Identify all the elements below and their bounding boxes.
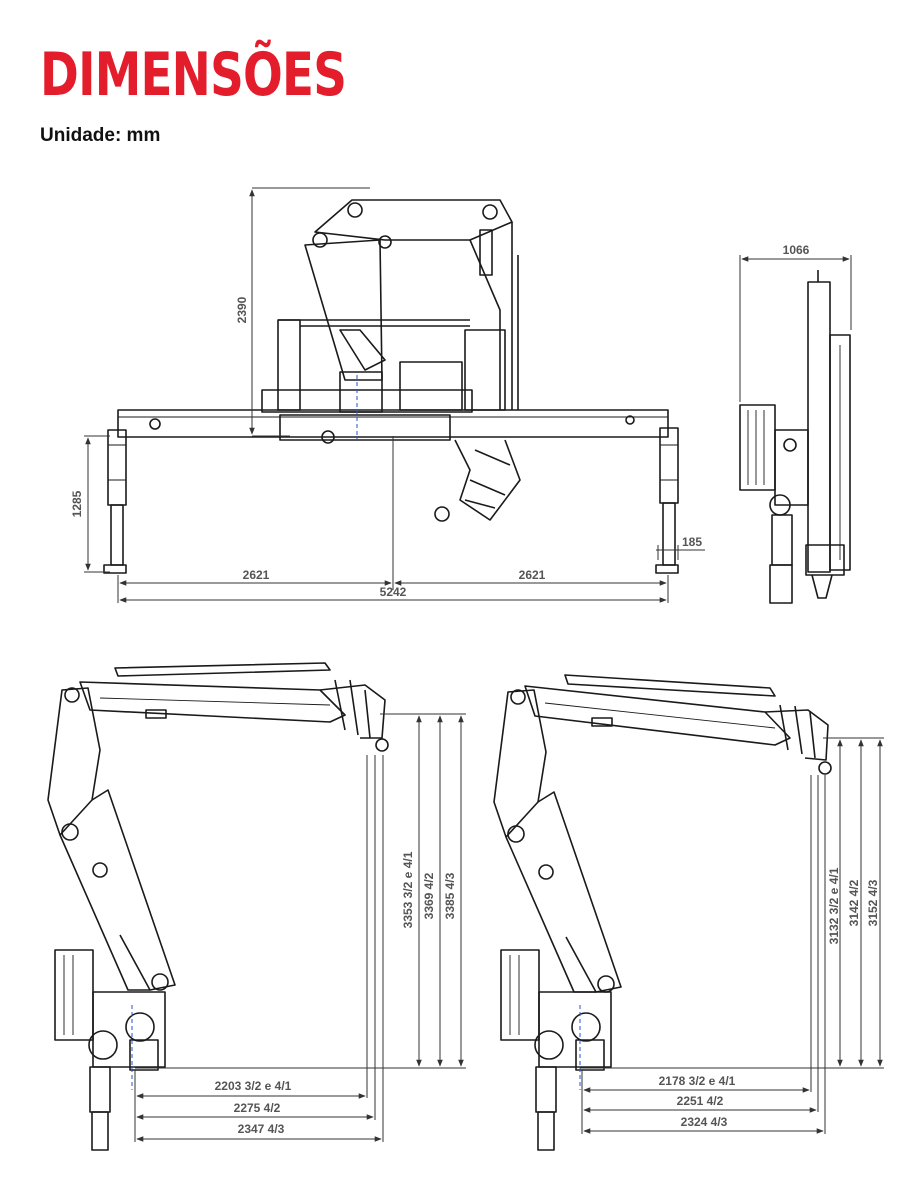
dim-height-2390: 2390 — [235, 296, 249, 323]
dim-half-right: 2621 — [519, 568, 546, 582]
dim-right-height-2: 3142 4/2 — [847, 879, 861, 926]
reach-left-drawing — [47, 662, 389, 1151]
dim-right-height-3: 3152 4/3 — [866, 879, 880, 926]
page-title: DIMENSÕES — [40, 40, 347, 110]
dim-left-reach-3: 2347 4/3 — [238, 1122, 285, 1136]
front-dimensions — [84, 187, 705, 603]
dim-foot-185: 185 — [682, 535, 702, 549]
dim-right-reach-1: 2178 3/2 e 4/1 — [659, 1074, 736, 1088]
dim-right-reach-2: 2251 4/2 — [677, 1094, 724, 1108]
dim-left-height-3: 3385 4/3 — [443, 872, 457, 919]
reach-left-dimensions — [134, 713, 466, 1142]
unit-label: Unidade: mm — [40, 125, 161, 146]
front-view-drawing — [103, 199, 679, 574]
dim-side-width-1066: 1066 — [783, 243, 810, 257]
dim-leg-height-1285: 1285 — [70, 490, 84, 517]
dim-left-reach-1: 2203 3/2 e 4/1 — [215, 1079, 292, 1093]
dim-left-height-1: 3353 3/2 e 4/1 — [401, 851, 415, 928]
side-dimensions — [739, 255, 852, 402]
dim-half-left: 2621 — [243, 568, 270, 582]
dim-total-width: 5242 — [380, 585, 407, 599]
dim-left-height-2: 3369 4/2 — [422, 872, 436, 919]
dim-left-reach-2: 2275 4/2 — [234, 1101, 281, 1115]
dim-right-reach-3: 2324 4/3 — [681, 1115, 728, 1129]
reach-right-drawing — [493, 674, 832, 1151]
reach-right-dimensions — [580, 737, 884, 1134]
dim-right-height-1: 3132 3/2 e 4/1 — [827, 867, 841, 944]
side-view-drawing — [739, 270, 851, 604]
